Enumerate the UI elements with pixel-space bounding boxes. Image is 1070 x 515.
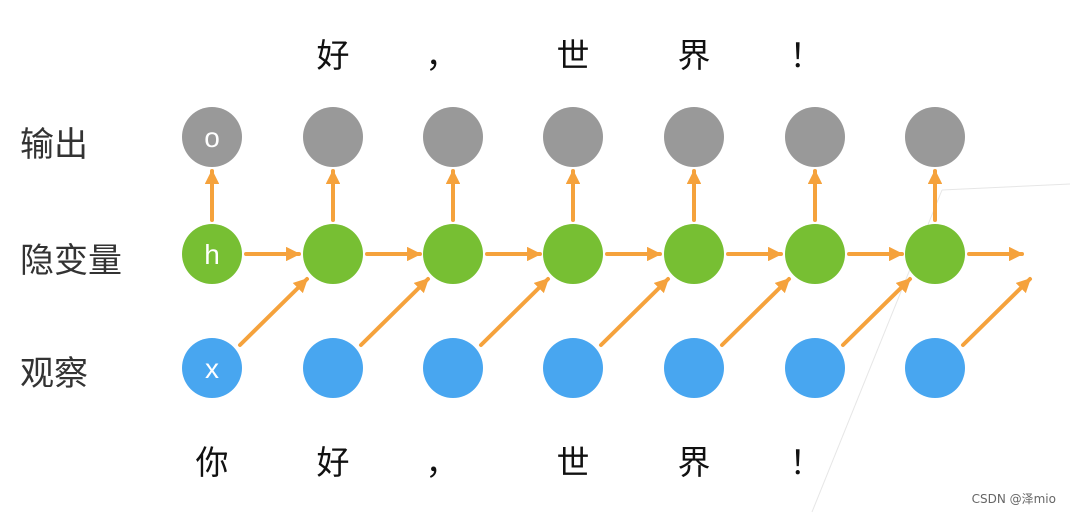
decorative-divider-line <box>941 183 1070 191</box>
observed-node <box>543 338 603 398</box>
observed-node <box>905 338 965 398</box>
input-word: ！ <box>790 443 823 482</box>
input-word: 世 <box>557 443 590 482</box>
observed-node <box>785 338 845 398</box>
output-node <box>543 107 603 167</box>
arrow-observed-to-next-hidden <box>238 277 309 347</box>
observed-node <box>303 338 363 398</box>
output-node <box>423 107 483 167</box>
arrow-observed-to-next-hidden <box>599 277 670 347</box>
row-label-observed: 观察 <box>20 354 88 394</box>
output-word: 界 <box>678 36 711 75</box>
input-word: 界 <box>678 443 711 482</box>
observed-node <box>664 338 724 398</box>
observed-node <box>423 338 483 398</box>
input-word: 你 <box>196 443 229 482</box>
observed-node <box>182 338 242 398</box>
hidden-node <box>543 224 603 284</box>
watermark: CSDN @泽mio <box>972 492 1056 506</box>
output-word: 好 <box>317 36 350 75</box>
row-label-output: 输出 <box>20 125 88 165</box>
arrow-observed-to-next-hidden <box>359 277 430 347</box>
output-node <box>182 107 242 167</box>
input-word: 好 <box>317 443 350 482</box>
row-label-hidden: 隐变量 <box>20 241 122 281</box>
hidden-node <box>303 224 363 284</box>
output-node-letter: o <box>204 122 220 153</box>
hidden-node <box>182 224 242 284</box>
arrows <box>204 169 1032 347</box>
arrow-observed-to-next-hidden <box>841 277 912 347</box>
output-word: 世 <box>557 36 590 75</box>
nodes: o h x <box>182 107 965 398</box>
words: 好，世界！你好，世界！ <box>196 36 823 482</box>
arrow-observed-to-next-hidden <box>961 277 1032 347</box>
arrow-observed-to-next-hidden <box>720 277 791 347</box>
output-word: ！ <box>790 36 823 75</box>
output-node <box>303 107 363 167</box>
hidden-node <box>664 224 724 284</box>
output-word: ， <box>426 36 459 75</box>
observed-node-letter: x <box>205 353 219 384</box>
hidden-node <box>905 224 965 284</box>
arrow-observed-to-next-hidden <box>479 277 550 347</box>
output-node <box>905 107 965 167</box>
input-word: ， <box>426 443 459 482</box>
hidden-node-letter: h <box>204 239 220 270</box>
output-node <box>664 107 724 167</box>
hidden-node <box>423 224 483 284</box>
output-node <box>785 107 845 167</box>
hidden-node <box>785 224 845 284</box>
